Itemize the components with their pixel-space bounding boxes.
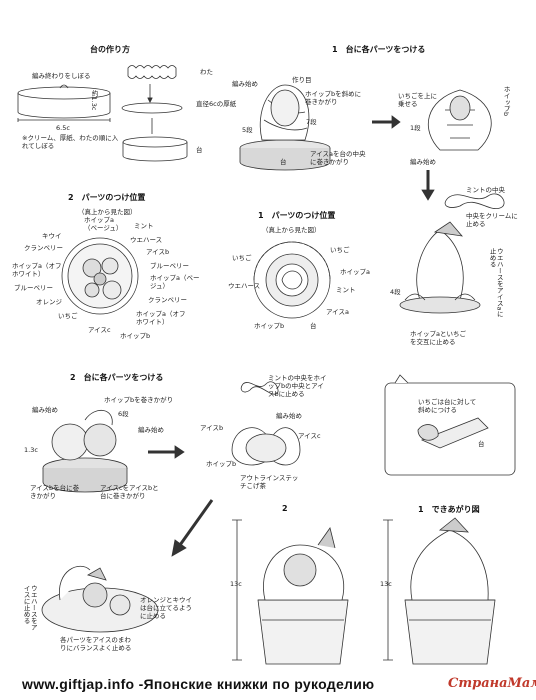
- finished-height-1: 13c: [380, 580, 392, 588]
- md-label-mint: ミントの中央をホイップbの中央とアイスbに止める: [268, 374, 327, 399]
- mint-loop-drawing: [231, 381, 301, 466]
- pos1-label-6: ホイップb: [254, 322, 285, 330]
- s2-label-start: 編み始め: [32, 406, 58, 414]
- pos1-label-4: ミント: [336, 286, 356, 294]
- pos2-label-12: いちご: [58, 312, 78, 320]
- arrow-head-3: [171, 539, 187, 557]
- label-alternate: ホイップaといちごを交互に止める: [410, 330, 466, 347]
- s2-label-row6: 6段: [118, 410, 129, 418]
- pos1-label-1: いちご: [330, 246, 350, 254]
- wafer-ice-drawing: [399, 221, 481, 314]
- finished-cup-2: [232, 519, 349, 665]
- finished-cup-1: [383, 517, 496, 665]
- base-title: 台の作り方: [90, 45, 130, 54]
- circle-view-2: [61, 237, 139, 315]
- arrow-head-down: [421, 189, 435, 201]
- pos2-label-9: ブルーベリー: [14, 284, 53, 292]
- s2-label-height: 1.3c: [24, 446, 38, 454]
- pos2-label-14: アイスc: [88, 326, 111, 334]
- bl-label-balance: 各パーツをアイスのまわりにバランスよく止める: [60, 636, 132, 653]
- s2-label-whip-b: ホイップbを巻きかがり: [104, 396, 174, 404]
- md-label-start: 編み始め: [276, 412, 302, 420]
- pos2-label-4: クランベリー: [24, 244, 63, 252]
- md-label-stitch: アウトラインステッチこげ茶: [240, 474, 299, 491]
- arrow-head-1: [391, 115, 401, 129]
- label-wafer: ウエハースをアイスaに止める: [488, 248, 504, 317]
- cotton-drawing: [121, 65, 188, 162]
- pos2-label-15: ホイップb: [120, 332, 151, 340]
- pos1-label-3: ホイップa: [340, 268, 370, 276]
- pos2-label-8: ホイップa（ベージュ）: [150, 274, 200, 291]
- step1-pos-title: 1 パーツのつけ位置: [258, 211, 336, 220]
- md-label-ice-c: アイスc: [298, 432, 321, 440]
- label-row7: 7段: [306, 118, 317, 126]
- cake-ice-drawing: [42, 410, 128, 493]
- bl-label-wafer: ウエハースをアイスに止める: [22, 585, 38, 631]
- finished-title-2: 2: [282, 504, 288, 513]
- pos2-label-2: キウイ: [42, 232, 62, 240]
- circle-view-1: [253, 241, 331, 319]
- logo-strana-mam: СтранаМам: [448, 676, 536, 691]
- pos2-label-1: ミント: [134, 222, 154, 230]
- step2-attach-title: 2 台に各パーツをつける: [70, 373, 164, 382]
- label-start: 編み始め: [232, 80, 258, 88]
- label-start2: 編み始め: [410, 158, 436, 166]
- finished-height-2: 13c: [230, 580, 242, 588]
- label-spine: 作り目: [292, 76, 312, 84]
- arrow-down-left: [178, 499, 214, 546]
- pos1-label-0: いちご: [232, 254, 252, 262]
- arrow-head-2: [174, 445, 185, 459]
- label-row5: 5段: [242, 126, 253, 134]
- parfait-top-drawing: [41, 565, 159, 633]
- pos2-label-6: ブルーベリー: [150, 262, 189, 270]
- pos2-label-3: ウエハース: [130, 236, 163, 244]
- label-cotton: わた: [200, 68, 213, 76]
- label-row4: 4段: [390, 288, 401, 296]
- md-label-whip-b: ホイップb: [206, 460, 237, 468]
- label-cream: 中央をクリームに止める: [466, 212, 518, 229]
- md-label-ice-b: アイスb: [200, 424, 224, 432]
- pos1-label-5: アイスa: [326, 308, 349, 316]
- label-ice-a: アイスaを台の中央に巻きかがり: [310, 150, 366, 167]
- s2-label-ice-c: アイスcをアイスbと台に巻きかがり: [100, 484, 159, 501]
- s2-label-ice-b: アイスbを台に巻きかがり: [30, 484, 80, 501]
- footer-site[interactable]: www.giftjap.info -Японские книжки по рук…: [22, 676, 375, 692]
- label-base: 台: [196, 146, 203, 154]
- base-cylinder-drawing: [17, 84, 111, 122]
- pos2-label-0: ホイップa（ベージュ）: [84, 216, 123, 233]
- ice-on-base-drawing: [239, 84, 331, 171]
- label-whip-b: ホイップbを斜めに巻きかがり: [305, 90, 362, 107]
- pos2-label-10: オレンジ: [36, 298, 62, 306]
- label-height: 約1.3c: [90, 90, 99, 111]
- pos1-label-7: 台: [310, 322, 317, 330]
- strawberry-drawing: [427, 89, 492, 151]
- bl-label-orange: オレンジとキウイは台に立てるように止める: [140, 596, 192, 621]
- step2-pos-title: 2 パーツのつけ位置: [68, 193, 146, 202]
- label-base-2: 台: [280, 158, 287, 166]
- label-whip-b2: ホイップb: [502, 86, 511, 117]
- sn-text: いちごは台に対して斜めにつける: [418, 398, 477, 415]
- label-cardboard: 直径6cの厚紙: [196, 100, 237, 108]
- finished-title-1: 1 できあがり図: [418, 505, 480, 514]
- step1-top-title: 1 台に各パーツをつける: [332, 45, 426, 54]
- s2-label-start2: 編み始め: [138, 426, 164, 434]
- pos2-label-11: クランベリー: [148, 296, 187, 304]
- mint-drawing: [444, 193, 505, 210]
- label-strawberry: いちごを上に乗せる: [398, 92, 437, 109]
- strawberry-note-box: [384, 374, 516, 476]
- step1-pos-subtitle: （真上から見た図）: [262, 226, 321, 234]
- label-row1: 1段: [410, 124, 421, 132]
- pos1-label-2: ウエハース: [228, 282, 261, 290]
- note-fill: ※クリーム、厚紙、わたの順に入れてしぼる: [22, 134, 119, 151]
- pos2-label-13: ホイップa（オフホワイト）: [136, 310, 186, 327]
- label-knot: 編み終わりをしぼる: [32, 72, 91, 80]
- label-mint-center: ミントの中央: [466, 186, 505, 194]
- step2-pos-subtitle: （真上から見た図）: [78, 208, 137, 216]
- pos2-label-5: アイスb: [146, 248, 170, 256]
- pos2-label-7: ホイップa（オフホワイト）: [12, 262, 62, 279]
- sn-label-base: 台: [478, 440, 485, 448]
- label-width: 6.5c: [56, 124, 70, 132]
